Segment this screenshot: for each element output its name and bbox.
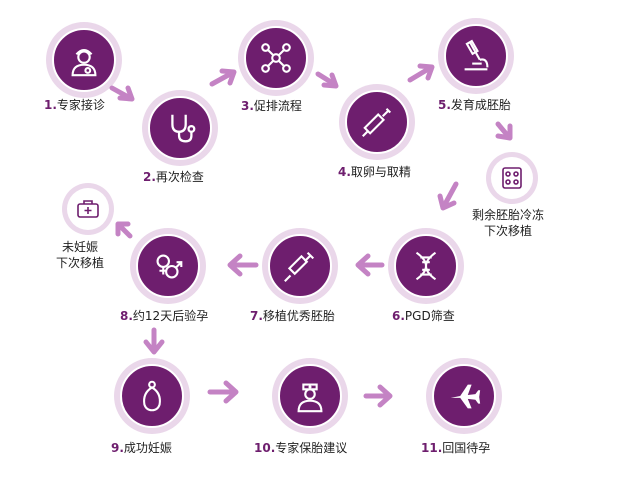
frozen-embryo-icon bbox=[502, 167, 522, 189]
step-4-circle bbox=[339, 84, 415, 160]
step-text: 专家接诊 bbox=[56, 98, 105, 112]
gender-icon bbox=[156, 254, 183, 279]
step-4-label: 4.取卵与取精 bbox=[338, 163, 411, 180]
medical-kit-circle bbox=[62, 183, 114, 235]
step-5-circle bbox=[438, 18, 514, 94]
frozen-embryo-circle bbox=[486, 152, 538, 204]
step-3-label: 3.促排流程 bbox=[241, 97, 302, 114]
arrow-7-8 bbox=[227, 253, 259, 277]
molecule-icon bbox=[261, 43, 291, 73]
step-2-circle bbox=[142, 90, 218, 166]
arrow-9-10 bbox=[207, 380, 239, 404]
arrow-8-9 bbox=[143, 327, 165, 355]
arrow-4-5 bbox=[407, 63, 435, 83]
step-7-label: 7.移植优秀胚胎 bbox=[250, 307, 335, 324]
step-number: 7. bbox=[250, 309, 263, 323]
step-10-label: 10.专家保胎建议 bbox=[254, 439, 347, 456]
step-number: 3. bbox=[241, 99, 254, 113]
branch-line-2: 下次移植 bbox=[56, 256, 105, 270]
step-number: 10. bbox=[254, 441, 276, 455]
needle-icon bbox=[284, 251, 315, 282]
step-text: PGD筛查 bbox=[404, 309, 455, 323]
step-text: 发育成胚胎 bbox=[450, 98, 511, 112]
step-number: 6. bbox=[392, 309, 405, 323]
microscope-icon bbox=[464, 39, 489, 71]
step-9-circle bbox=[114, 358, 190, 434]
step-9-label: 9.成功妊娠 bbox=[111, 439, 172, 456]
arrow-5-freeze bbox=[495, 121, 513, 141]
step-number: 1. bbox=[44, 98, 57, 112]
step-7-circle bbox=[262, 228, 338, 304]
step-text: 移植优秀胚胎 bbox=[262, 309, 335, 323]
medical-kit-icon bbox=[77, 200, 99, 218]
step-6-label: 6.PGD筛查 bbox=[392, 307, 455, 324]
step-1-circle bbox=[46, 22, 122, 98]
arrow-10-11 bbox=[363, 384, 393, 408]
step-8-label: 8.约12天后验孕 bbox=[120, 307, 208, 324]
nurse-icon bbox=[297, 383, 323, 413]
airplane-icon bbox=[450, 384, 481, 409]
step-text: 专家保胎建议 bbox=[275, 441, 348, 455]
branch-line-1: 剩余胚胎冷冻 bbox=[472, 208, 545, 222]
step-text: 约12天后验孕 bbox=[132, 309, 209, 323]
step-3-circle bbox=[238, 20, 314, 96]
step-5-label: 5.发育成胚胎 bbox=[438, 96, 511, 113]
frozen-embryo-label: 剩余胚胎冷冻 下次移植 bbox=[472, 207, 544, 239]
arrow-2-3 bbox=[209, 68, 237, 87]
step-text: 再次检查 bbox=[155, 170, 204, 184]
step-2-label: 2.再次检查 bbox=[143, 168, 204, 185]
branch-line-1: 未妊娠 bbox=[62, 240, 99, 254]
arrow-8-nopreg bbox=[115, 221, 133, 239]
step-text: 促排流程 bbox=[253, 99, 302, 113]
step-number: 9. bbox=[111, 441, 124, 455]
step-11-label: 11.回国待孕 bbox=[421, 439, 490, 456]
arrow-freeze-6 bbox=[437, 181, 459, 211]
pregnancy-icon bbox=[143, 380, 161, 412]
step-number: 8. bbox=[120, 309, 133, 323]
arrow-1-2 bbox=[109, 85, 135, 102]
step-number: 2. bbox=[143, 170, 156, 184]
step-number: 4. bbox=[338, 165, 351, 179]
arrow-3-4 bbox=[315, 71, 339, 89]
step-11-circle bbox=[426, 358, 502, 434]
medical-kit-label: 未妊娠 下次移植 bbox=[56, 239, 104, 271]
step-1-label: 1.专家接诊 bbox=[44, 96, 105, 113]
step-number: 11. bbox=[421, 441, 443, 455]
step-8-circle bbox=[130, 228, 206, 304]
syringe-icon bbox=[362, 107, 392, 137]
dna-icon bbox=[415, 251, 437, 281]
branch-line-2: 下次移植 bbox=[484, 224, 533, 238]
doctor-icon bbox=[71, 48, 97, 77]
step-number: 5. bbox=[438, 98, 451, 112]
arrow-6-7 bbox=[355, 253, 385, 277]
stethoscope-icon bbox=[171, 114, 196, 143]
step-6-circle bbox=[388, 228, 464, 304]
step-text: 成功妊娠 bbox=[123, 441, 172, 455]
step-10-circle bbox=[272, 358, 348, 434]
step-text: 回国待孕 bbox=[442, 441, 491, 455]
step-text: 取卵与取精 bbox=[350, 165, 411, 179]
